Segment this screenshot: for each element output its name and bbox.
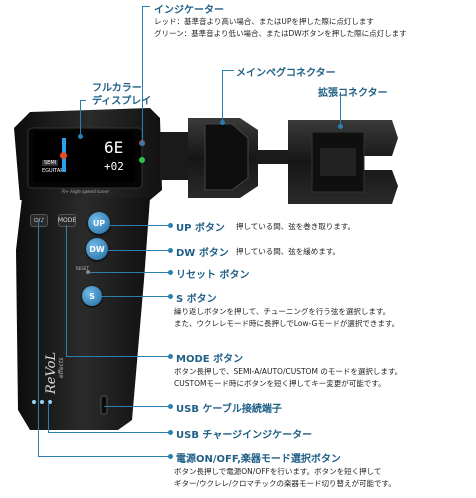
- screen-mode: SEMI: [42, 160, 59, 166]
- brand-name: ReVoL: [44, 351, 59, 394]
- brand-sub: effects: [58, 357, 65, 379]
- leader-dw: [108, 250, 170, 251]
- leader-indicator-h: [142, 6, 150, 7]
- leader-mode-h: [66, 356, 170, 357]
- dot-display: [78, 134, 83, 139]
- screen-dot: [60, 152, 67, 159]
- power-desc-1: ボタン長押しで電源ON/OFFを行います。ボタンを短く押して: [174, 467, 382, 476]
- reset-label: リセット ボタン: [176, 270, 250, 281]
- up-button[interactable]: UP: [88, 212, 110, 234]
- dot-dw: [168, 248, 173, 253]
- usb-port-label: USB ケーブル接続端子: [176, 404, 282, 415]
- leader-power-v: [38, 220, 39, 456]
- leader-power-h: [38, 456, 170, 457]
- tuner-screen: SEMI EGUITAR 6E +02: [34, 132, 134, 182]
- s-desc-1: 繰り返しボタンを押して、チューニングを行う弦を選択します。: [174, 307, 391, 316]
- mode-label: MODE ボタン: [176, 354, 244, 365]
- screen-note: 6E: [104, 138, 124, 157]
- mode-desc-2: CUSTOMモード時にボタンを短く押してキー変更が可能です。: [174, 379, 386, 388]
- leader-main-peg-v: [222, 70, 223, 122]
- leader-usb-charge-h: [48, 432, 170, 433]
- indicator-label: インジケーター: [154, 5, 224, 16]
- leader-indicator: [142, 6, 143, 143]
- reset-button[interactable]: [86, 270, 90, 274]
- device-tagline: R+ High speed tuner: [62, 190, 110, 195]
- reset-small-label: RESET: [76, 266, 89, 271]
- leader-up: [110, 225, 170, 226]
- dw-label: DW ボタン: [176, 248, 229, 259]
- dw-desc: 押している間、弦を緩めます。: [236, 247, 341, 256]
- main-peg-label: メインペグコネクター: [236, 68, 336, 79]
- s-desc-2: また、ウクレレモード時に長押しでLow-Gモードが選択できます。: [174, 319, 400, 328]
- screen-instrument: EGUITAR: [42, 168, 64, 174]
- leader-display: [80, 100, 81, 136]
- power-button[interactable]: ⏻/♪: [30, 214, 48, 227]
- dot-up: [168, 223, 173, 228]
- dw-button[interactable]: DW: [86, 238, 108, 260]
- leader-s: [102, 296, 170, 297]
- device-grip: [16, 198, 150, 430]
- dot-s: [168, 294, 173, 299]
- s-button[interactable]: S: [82, 286, 102, 306]
- display-label-1: フルカラー: [92, 83, 142, 94]
- dot-main-peg: [220, 120, 225, 125]
- mode-desc-1: ボタン長押しで、SEMI-A/AUTO/CUSTOM のモードを選択します。: [174, 367, 403, 376]
- expand-label: 拡張コネクター: [318, 88, 388, 99]
- dot-indicator: [140, 141, 145, 146]
- up-label: UP ボタン: [176, 223, 225, 234]
- leader-main-peg: [222, 70, 234, 71]
- power-desc-2: ギター/ウクレレ/クロマチックの楽器モード切り替えが可能です。: [174, 479, 396, 488]
- screen-cents: +02: [104, 160, 124, 173]
- s-label: S ボタン: [176, 294, 217, 305]
- indicator-desc-red: レッド：基準音より高い場合、またはUPを押した際に点灯します: [154, 17, 374, 26]
- leader-display-h: [80, 100, 86, 101]
- leader-reset: [90, 272, 170, 273]
- dot-expand: [338, 124, 343, 129]
- dot-usb-charge: [168, 430, 173, 435]
- mode-button[interactable]: MODE: [58, 214, 76, 227]
- dot-usb-port: [168, 404, 173, 409]
- up-desc: 押している間、弦を巻き取ります。: [236, 222, 356, 231]
- dot-power: [168, 454, 173, 459]
- usb-charge-label: USB チャージインジケーター: [176, 430, 313, 441]
- display-label-2: ディスプレイ: [92, 96, 152, 107]
- leader-usb-port: [104, 406, 170, 407]
- leader-usb-charge-v: [48, 402, 49, 432]
- dot-mode: [168, 354, 173, 359]
- leader-expand: [340, 92, 341, 126]
- leader-mode-v: [66, 225, 67, 356]
- main-peg-connector-shape: [160, 132, 190, 180]
- dot-reset: [168, 270, 173, 275]
- indicator-desc-green: グリーン：基準音より低い場合、またはDWボタンを押した際に点灯します: [154, 29, 407, 38]
- power-label: 電源ON/OFF,楽器モード選択ボタン: [176, 454, 341, 465]
